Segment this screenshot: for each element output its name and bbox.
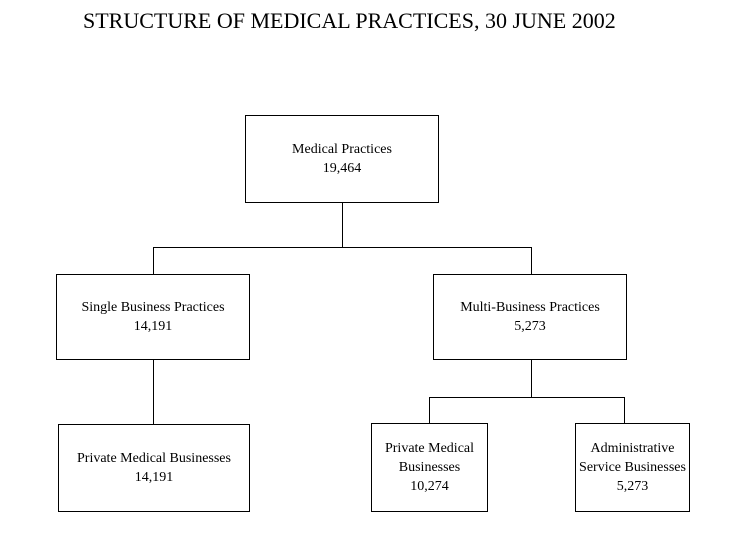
node-medical-practices: Medical Practices 19,464 [245, 115, 439, 203]
connector-drop-multi [531, 247, 532, 274]
node-value: 10,274 [410, 479, 449, 494]
node-private-medical-businesses-multi: Private Medical Businesses 10,274 [371, 423, 488, 512]
node-text: Administrative Service Businesses 5,273 [576, 439, 689, 496]
node-label: Medical Practices [292, 142, 392, 157]
node-value: 14,191 [133, 319, 173, 334]
node-text: Private Medical Businesses 14,191 [59, 449, 249, 487]
node-text: Medical Practices 19,464 [246, 140, 438, 178]
node-administrative-service-businesses: Administrative Service Businesses 5,273 [575, 423, 690, 512]
connector-drop-single [153, 247, 154, 274]
node-value: 5,273 [514, 319, 546, 334]
node-label: Multi-Business Practices [460, 300, 600, 315]
chart-title: STRUCTURE OF MEDICAL PRACTICES, 30 JUNE … [83, 8, 616, 33]
connector-drop-private-medical [429, 397, 430, 423]
node-text: Private Medical Businesses 10,274 [372, 439, 487, 496]
node-single-business-practices: Single Business Practices 14,191 [56, 274, 250, 360]
node-text: Single Business Practices 14,191 [57, 298, 249, 336]
node-label: Single Business Practices [81, 300, 225, 315]
connector-drop-admin-service [624, 397, 625, 423]
connector-single-child-stem [153, 360, 154, 424]
node-value: 5,273 [616, 479, 649, 494]
connector-level1-rail [153, 247, 532, 248]
node-text: Multi-Business Practices 5,273 [434, 298, 626, 336]
connector-root-stem [342, 203, 343, 248]
node-label: Private Medical Businesses [384, 441, 475, 475]
node-private-medical-businesses-single: Private Medical Businesses 14,191 [58, 424, 250, 512]
node-multi-business-practices: Multi-Business Practices 5,273 [433, 274, 627, 360]
connector-multi-stem [531, 360, 532, 398]
connector-level2-rail [429, 397, 625, 398]
node-label: Private Medical Businesses [77, 451, 231, 466]
node-label: Administrative Service Businesses [579, 441, 686, 475]
node-value: 19,464 [322, 161, 362, 176]
node-value: 14,191 [134, 470, 174, 485]
